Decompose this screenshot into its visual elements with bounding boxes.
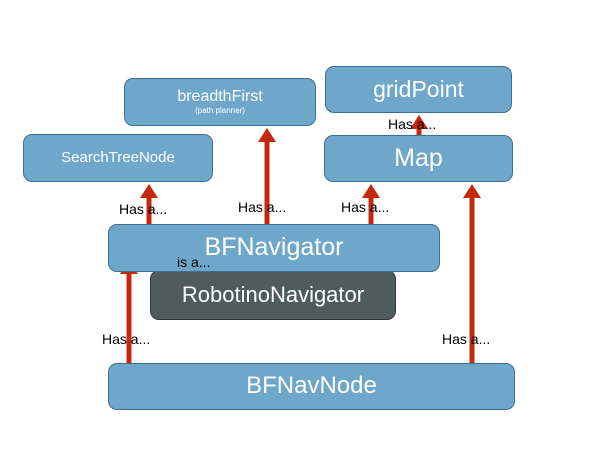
has-a-label-map: Has a... [341, 199, 390, 215]
breadth-first-title: breadthFirst [177, 87, 263, 105]
robotino-navigator-title: RobotinoNavigator [181, 281, 365, 307]
bf-nav-node-title: BFNavNode [246, 372, 377, 400]
breadth-first-node: breadthFirst (path planner) [124, 78, 316, 126]
bf-navigator-node: BFNavigator [108, 224, 440, 272]
map-title: Map [394, 143, 443, 172]
breadth-first-subtitle: (path planner) [195, 106, 245, 116]
has-a-arrow-breadth-first-head [258, 128, 276, 142]
has-a-label-bf-navigator: Has a... [102, 331, 151, 347]
has-a-arrow-search-tree-head [140, 184, 158, 198]
bf-navigator-title: BFNavigator [204, 233, 344, 262]
bf-nav-node: BFNavNode [108, 363, 515, 410]
has-a-label-breadth-first: Has a... [238, 199, 287, 215]
search-tree-node-title: SearchTreeNode [61, 148, 175, 166]
has-a-label-grid-point: Has a... [388, 116, 437, 132]
robotino-navigator-node: RobotinoNavigator [150, 270, 396, 320]
has-a-arrow-map-from-nav-node-head [463, 184, 481, 198]
grid-point-node: gridPoint [325, 66, 512, 113]
grid-point-title: gridPoint [373, 75, 464, 102]
has-a-arrow-grid-point-head [410, 115, 428, 129]
is-a-label: is a... [177, 254, 211, 270]
search-tree-node: SearchTreeNode [23, 134, 213, 182]
has-a-label-map-from-nav-node: Has a... [442, 331, 491, 347]
map-node: Map [324, 135, 513, 182]
has-a-arrow-map-head [362, 184, 380, 198]
has-a-label-search-tree: Has a... [119, 201, 168, 217]
